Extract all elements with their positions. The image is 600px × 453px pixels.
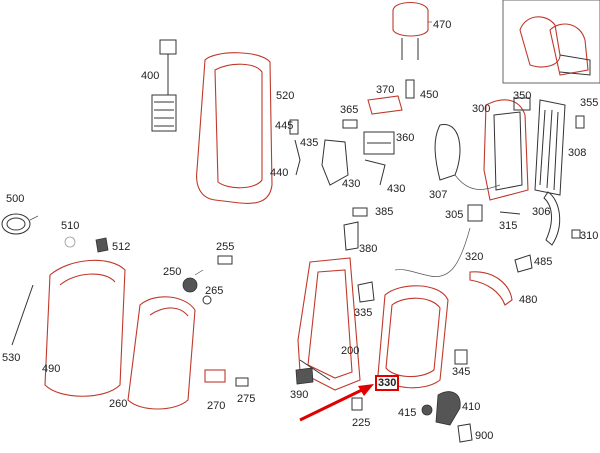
label-250: 250: [163, 266, 182, 278]
label-510: 510: [61, 220, 80, 232]
parts-right-middle: [467, 191, 581, 246]
label-410: 410: [462, 401, 481, 413]
label-365: 365: [340, 104, 359, 116]
mesh-panel: [534, 99, 566, 196]
headrest: [392, 1, 432, 60]
label-530: 530: [2, 352, 21, 364]
seat-back-cover: [44, 259, 126, 397]
label-260: 260: [109, 398, 128, 410]
label-335: 335: [354, 307, 373, 319]
label-400: 400: [141, 70, 160, 82]
label-308: 308: [568, 147, 587, 159]
badge: [1, 213, 39, 235]
label-512: 512: [112, 241, 131, 253]
seat-cushion-330: [377, 285, 449, 389]
label-485: 485: [534, 256, 553, 268]
label-470: 470: [433, 19, 452, 31]
part-900: [457, 423, 473, 443]
label-306: 306: [532, 206, 551, 218]
label-350: 350: [513, 90, 532, 102]
label-315: 315: [499, 220, 518, 232]
part-485: [514, 254, 533, 273]
side-panel: [434, 124, 501, 190]
label-430-b: 430: [387, 183, 406, 195]
bolt-275: [235, 377, 249, 387]
pointer-arrow: [299, 384, 374, 422]
seat-frame: [297, 257, 361, 391]
trim-strip: [469, 271, 513, 306]
label-415: 415: [398, 407, 417, 419]
label-370: 370: [376, 84, 395, 96]
washer-415: [421, 404, 433, 416]
label-275: 275: [237, 393, 256, 405]
label-300: 300: [472, 103, 491, 115]
seat-overview-inset: [502, 0, 600, 84]
trim-rod: [11, 284, 34, 346]
bracket-380: [343, 207, 368, 251]
label-310: 310: [580, 230, 599, 242]
label-480: 480: [519, 294, 538, 306]
backrest-cushion: [196, 52, 273, 204]
label-520: 520: [276, 90, 295, 102]
spring-390: [295, 367, 314, 385]
bolt-225: [351, 397, 363, 411]
label-500: 500: [6, 193, 25, 205]
label-355: 355: [580, 97, 599, 109]
label-330-highlighted: 330: [375, 375, 400, 391]
label-265: 265: [205, 285, 224, 297]
label-435: 435: [300, 137, 319, 149]
cable: [394, 227, 471, 277]
marker-circle: [64, 236, 76, 248]
label-225: 225: [352, 417, 371, 429]
label-385: 385: [375, 206, 394, 218]
backrest-frame: [483, 97, 585, 201]
label-900: 900: [475, 430, 494, 442]
label-200: 200: [341, 345, 360, 357]
clip-270: [204, 369, 226, 383]
seat-cushion-cover: [127, 296, 196, 410]
part-335: [357, 281, 375, 303]
lumbar-module: [151, 39, 177, 132]
label-360: 360: [396, 132, 415, 144]
label-320: 320: [465, 251, 484, 263]
label-307: 307: [429, 189, 448, 201]
clip: [95, 237, 109, 253]
label-270: 270: [207, 400, 226, 412]
label-440: 440: [270, 167, 289, 179]
trim-410: [435, 391, 461, 426]
label-445: 445: [275, 120, 294, 132]
label-430-a: 430: [342, 178, 361, 190]
fasteners-left: [182, 255, 233, 305]
label-490: 490: [42, 363, 61, 375]
label-345: 345: [452, 366, 471, 378]
label-390: 390: [290, 389, 309, 401]
label-450: 450: [420, 89, 439, 101]
label-255: 255: [216, 241, 235, 253]
control-parts: [289, 79, 415, 186]
label-380: 380: [359, 243, 378, 255]
bolt-345: [454, 349, 468, 365]
label-305: 305: [445, 209, 464, 221]
